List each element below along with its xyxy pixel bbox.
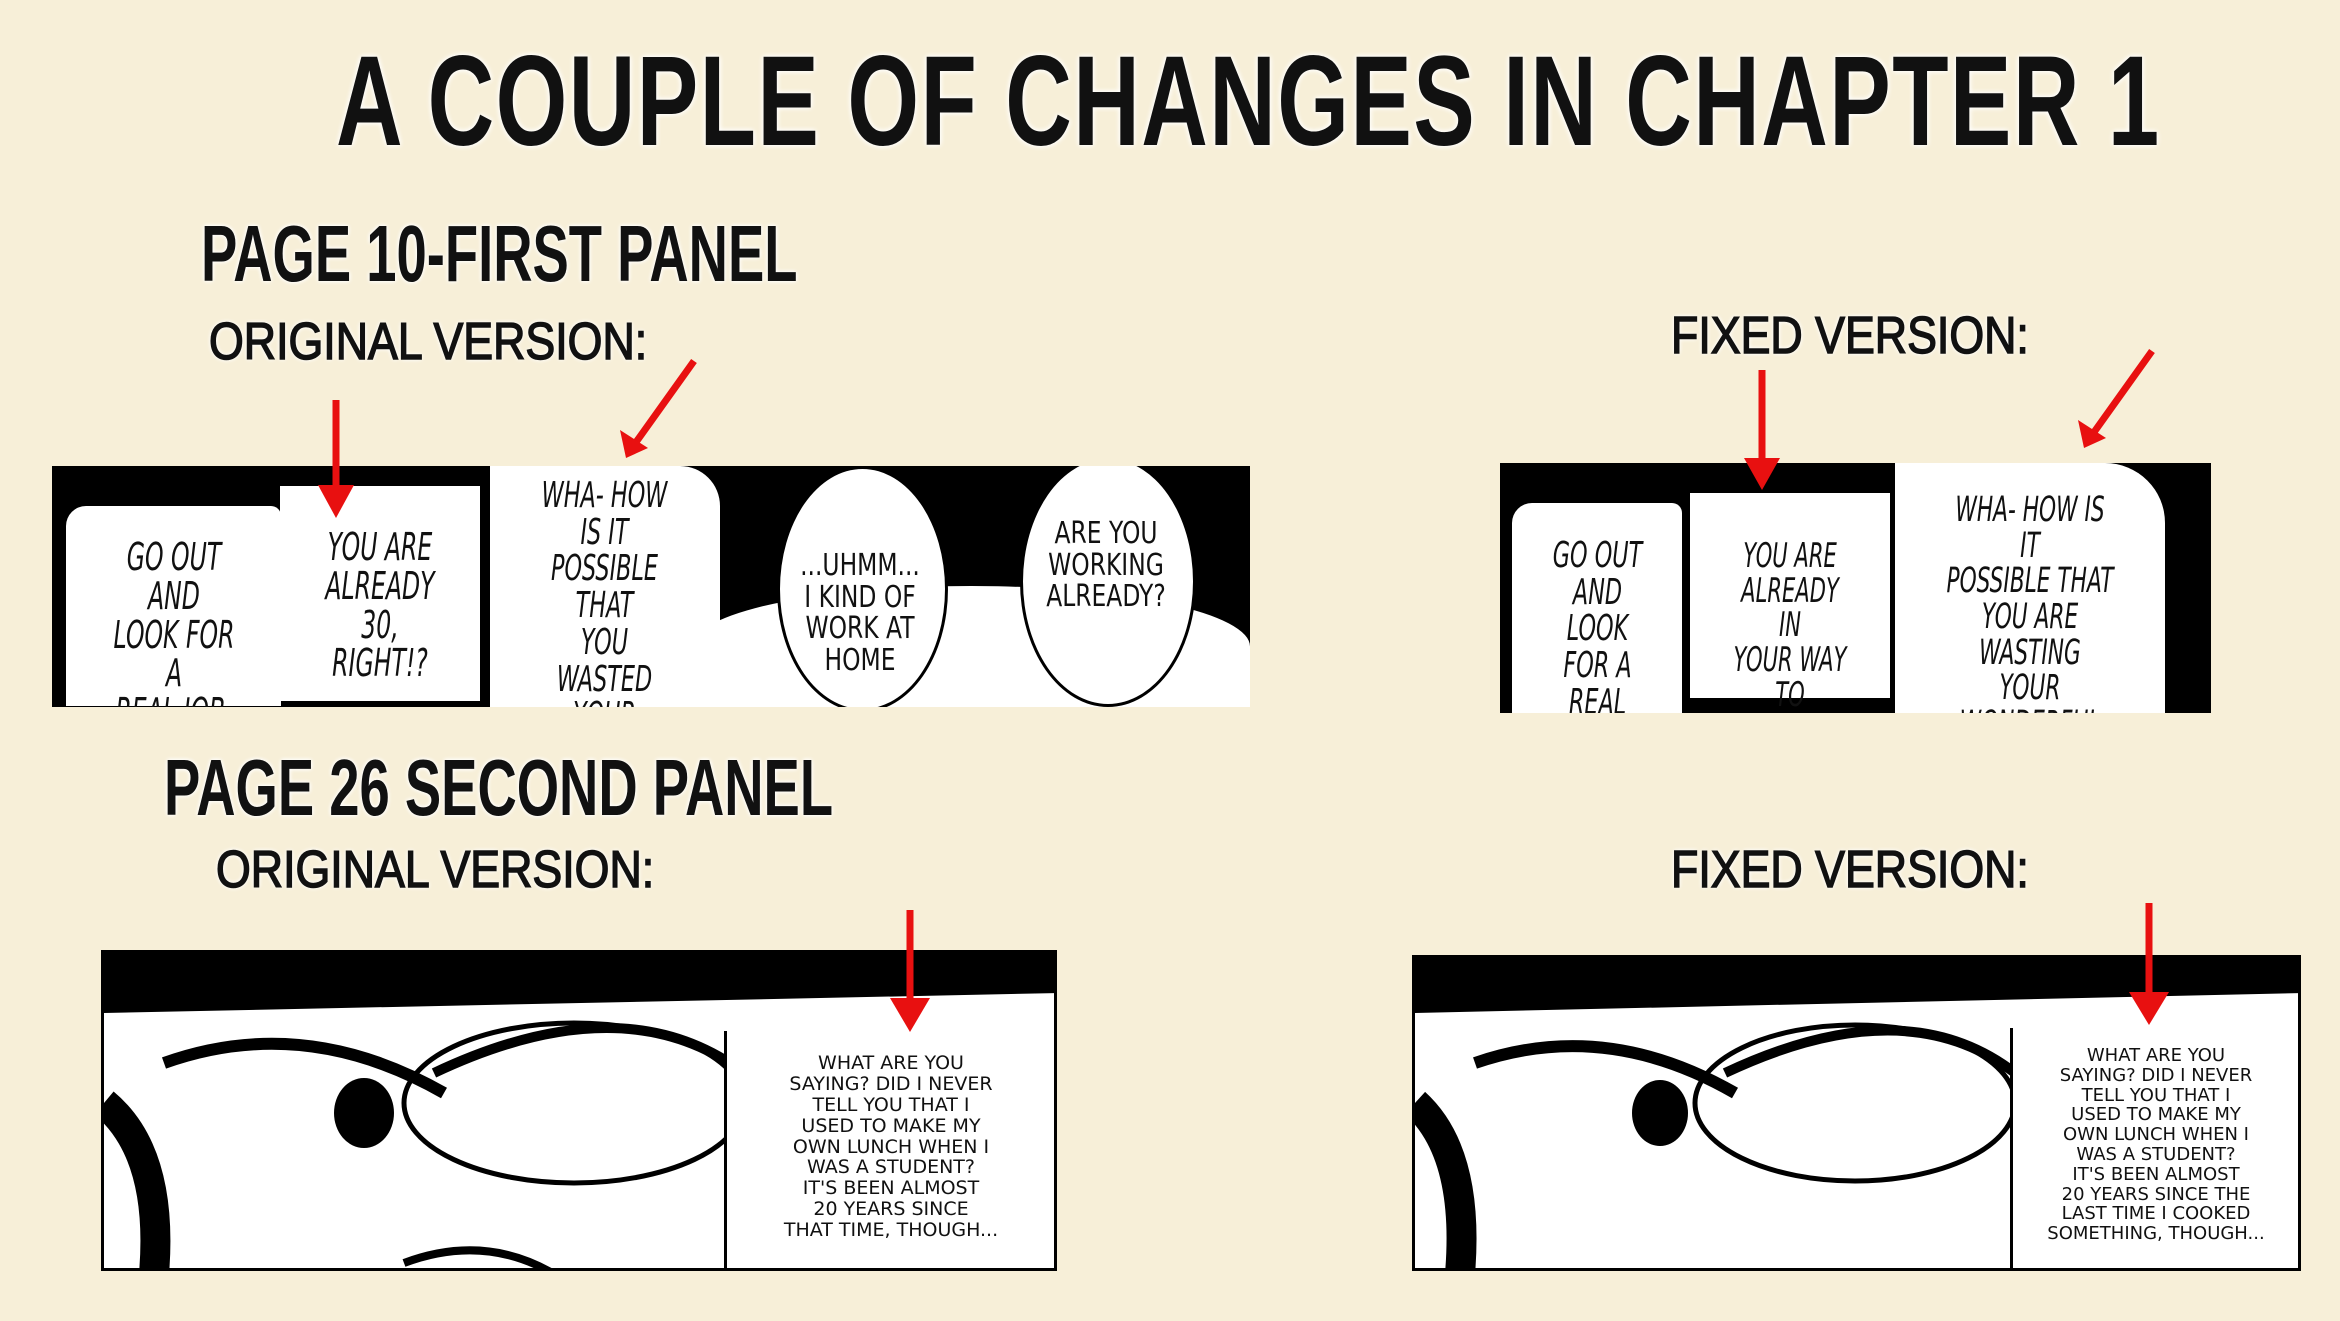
bubble-uhmm: ...UHMM... I KIND OF WORK AT HOME — [800, 548, 920, 678]
face-illustration — [104, 953, 1054, 1268]
arrow-icon — [2129, 903, 2169, 1025]
section1-fixed-label: FIXED VERSION: — [1670, 306, 2029, 366]
section2-heading: PAGE 26 SECOND PANEL — [164, 743, 834, 832]
face-illustration — [1415, 958, 2298, 1268]
bubble-go-out: GO OUT AND LOOK FOR A REAL JOB, A REAL J… — [113, 535, 235, 707]
arrow-icon — [318, 400, 354, 518]
bubble-wha-how: WHA- HOW IS IT POSSIBLE THAT YOU WASTED … — [541, 475, 668, 707]
panel-page10-fixed: GO OUT AND LOOK FOR A REAL JOB, A REAL J… — [1500, 463, 2211, 713]
bubble-what-are-you-saying: WHAT ARE YOU SAYING? DID I NEVER TELL YO… — [2047, 1045, 2265, 1245]
bubble-way-to-30s: YOU ARE ALREADY IN YOUR WAY TO YOUR 30S! — [1733, 536, 1848, 713]
section2-fixed-label: FIXED VERSION: — [1670, 840, 2029, 900]
panel-page10-original: GO OUT AND LOOK FOR A REAL JOB, A REAL J… — [52, 466, 1250, 707]
section2-original-label: ORIGINAL VERSION: — [215, 840, 655, 900]
arrow-icon — [2078, 348, 2155, 448]
bubble-wha-how: WHA- HOW IS IT POSSIBLE THAT YOU ARE WAS… — [1946, 490, 2114, 713]
section1-heading: PAGE 10-FIRST PANEL — [201, 209, 798, 298]
panel-page26-original: WHAT ARE YOU SAYING? DID I NEVER TELL YO… — [101, 950, 1057, 1271]
bubble-already-30: YOU ARE ALREADY 30, RIGHT!? — [325, 525, 435, 686]
bubble-what-are-you-saying: WHAT ARE YOU SAYING? DID I NEVER TELL YO… — [783, 1052, 999, 1242]
arrow-icon — [890, 910, 930, 1032]
arrow-icon — [620, 358, 697, 458]
section1-original-label: ORIGINAL VERSION: — [208, 312, 648, 372]
arrow-icon — [1744, 370, 1780, 490]
bubble-go-out: GO OUT AND LOOK FOR A REAL JOB, A REAL J… — [1552, 535, 1643, 713]
bubble-are-you-working: ARE YOU WORKING ALREADY? — [1046, 516, 1166, 614]
